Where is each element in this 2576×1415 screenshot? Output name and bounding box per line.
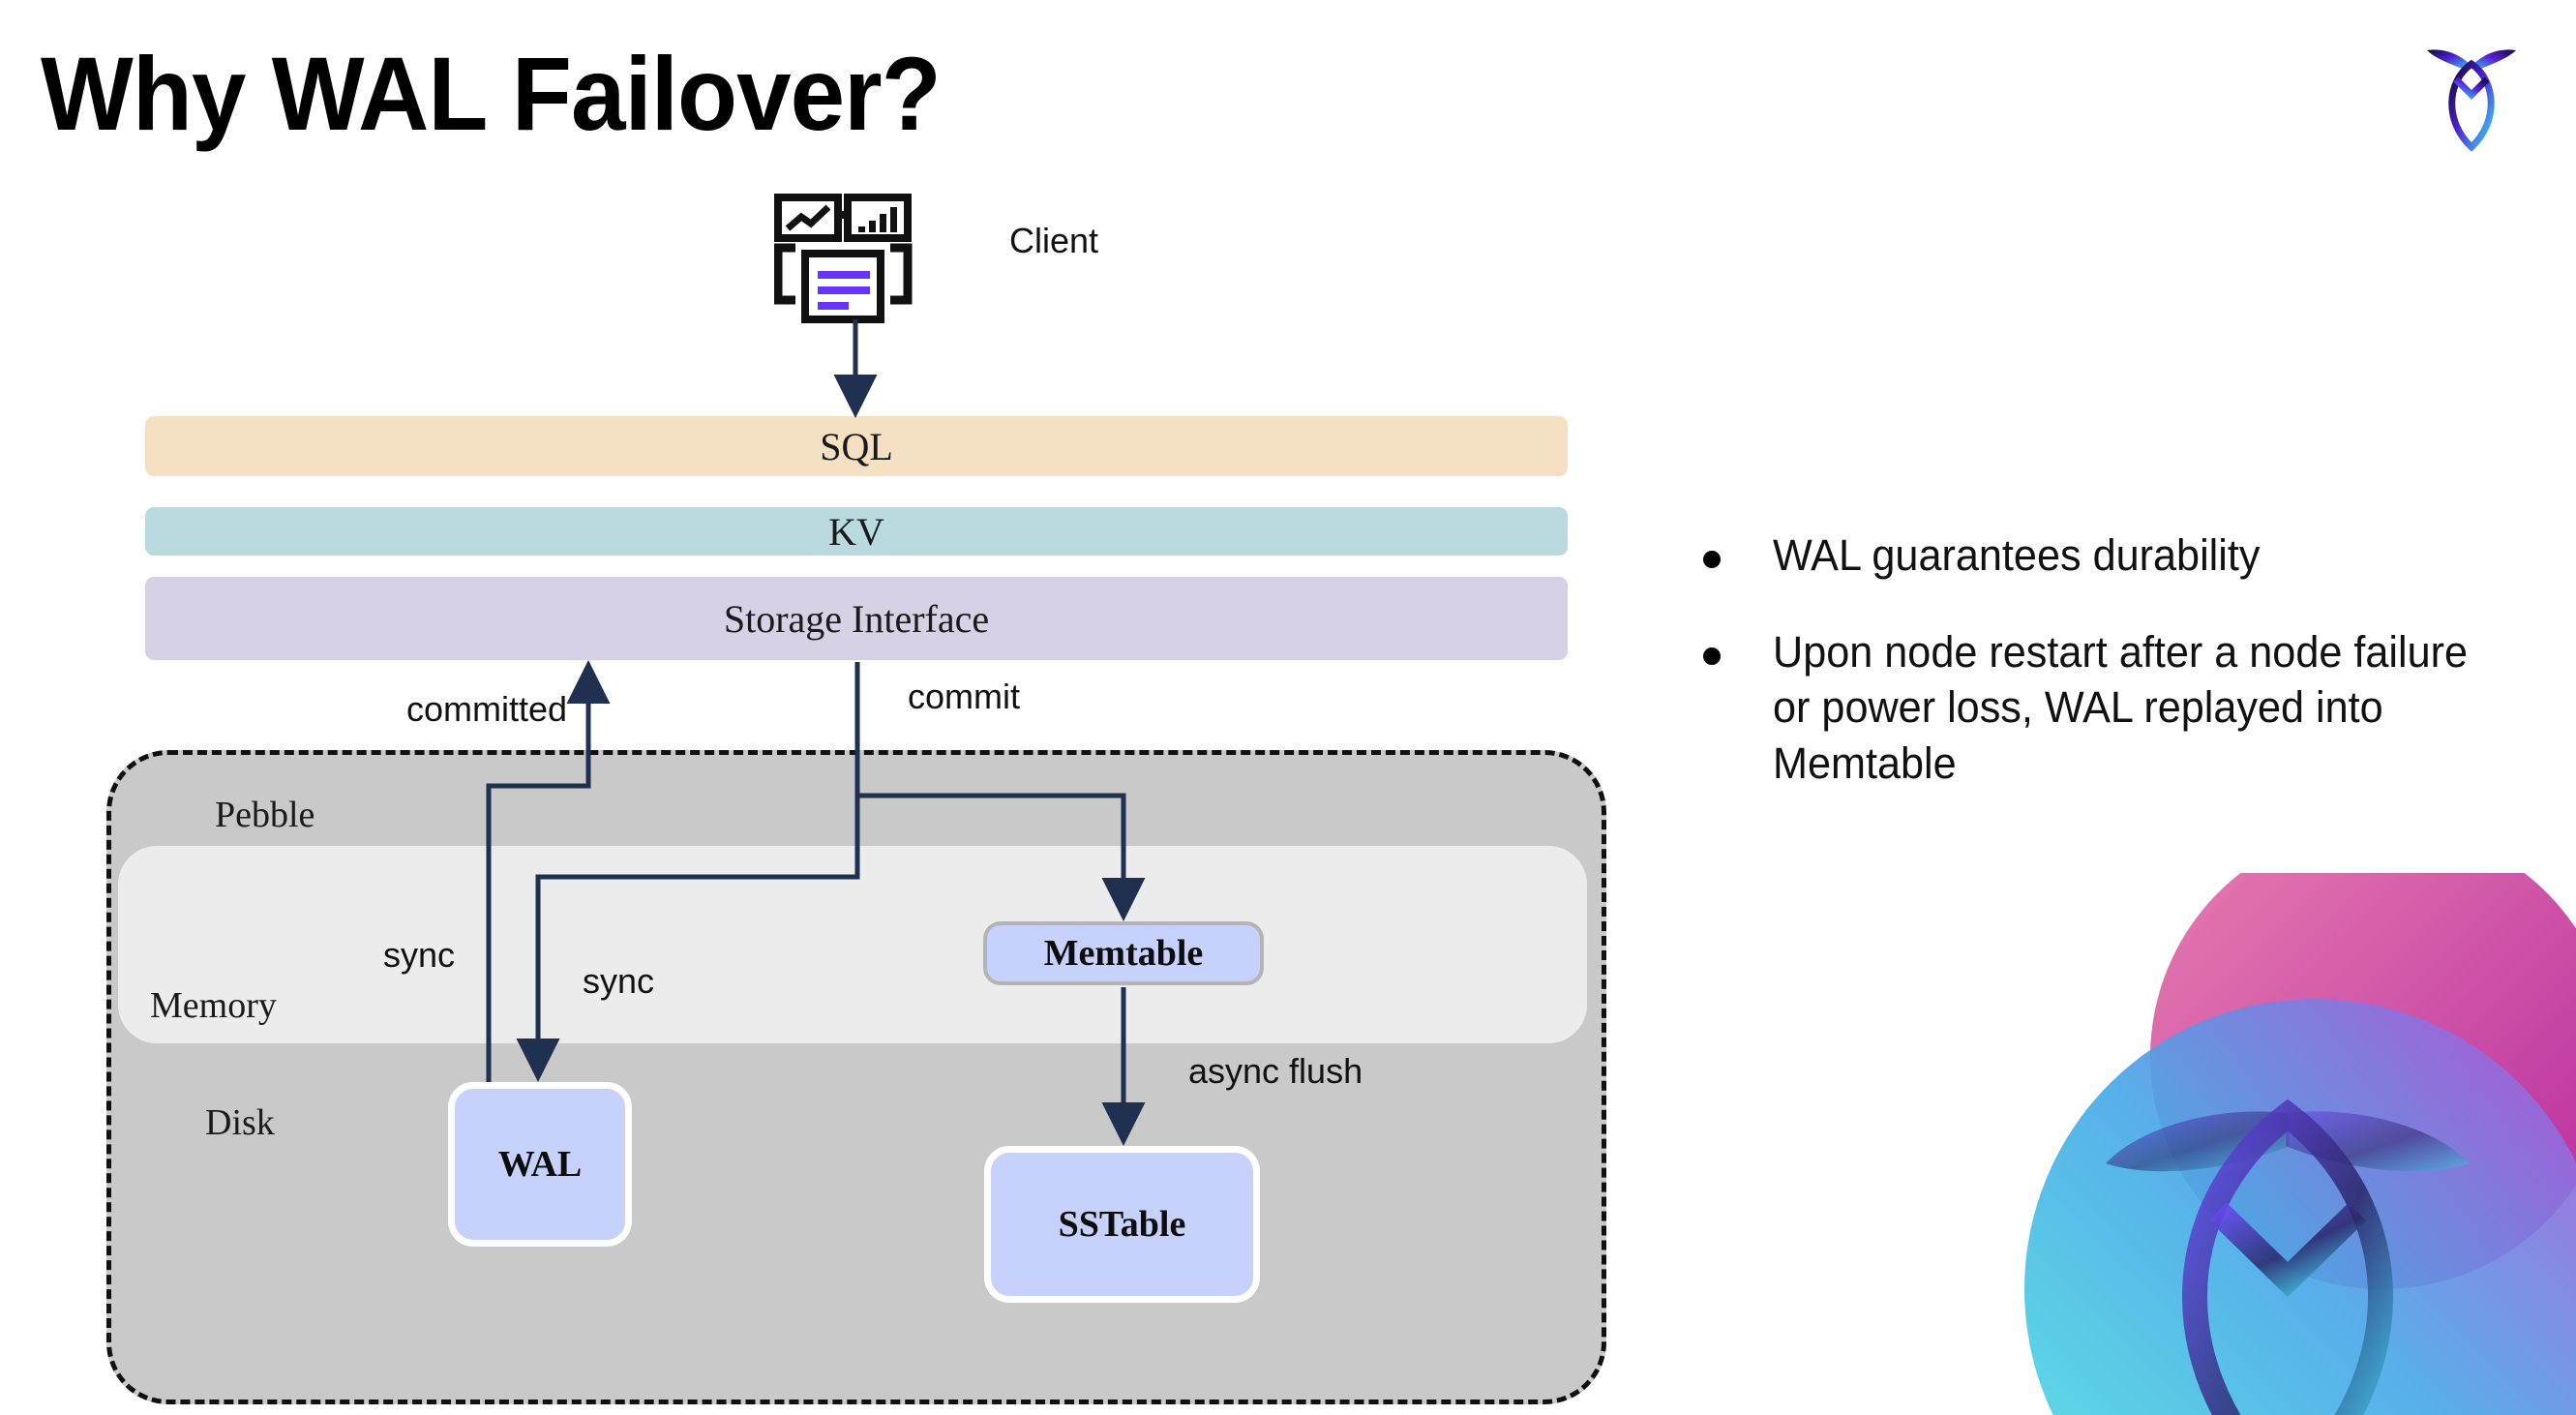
client-dashboard-icon xyxy=(774,194,913,323)
memory-region xyxy=(118,846,1587,1043)
memory-label: Memory xyxy=(150,985,277,1026)
layer-bar-sql: SQL xyxy=(145,416,1568,476)
architecture-diagram: Client Pebble Memory Disk SQL KV Storage… xyxy=(106,194,1606,1404)
cockroach-logo-icon xyxy=(2427,49,2516,152)
list-item: Upon node restart after a node failure o… xyxy=(1703,624,2497,792)
node-wal: WAL xyxy=(448,1082,632,1247)
pebble-label: Pebble xyxy=(215,795,315,835)
bullet-dot-icon xyxy=(1703,647,1721,665)
client-label: Client xyxy=(1009,221,1099,260)
corner-decoration-graphic xyxy=(2024,873,2576,1415)
bullet-list: WAL guarantees durability Upon node rest… xyxy=(1703,527,2497,831)
edge-label-commit: commit xyxy=(908,677,1020,716)
bullet-text: Upon node restart after a node failure o… xyxy=(1773,626,2469,788)
node-sstable: SSTable xyxy=(984,1146,1260,1303)
layer-bar-kv: KV xyxy=(145,507,1568,556)
page-title: Why WAL Failover? xyxy=(41,35,942,152)
edge-label-sync-right: sync xyxy=(583,961,655,1001)
bullet-text: WAL guarantees durability xyxy=(1773,530,2261,580)
node-memtable: Memtable xyxy=(983,921,1264,985)
list-item: WAL guarantees durability xyxy=(1703,527,2497,584)
bullet-dot-icon xyxy=(1703,551,1721,568)
disk-label: Disk xyxy=(205,1102,275,1143)
edge-label-sync-left: sync xyxy=(383,935,456,975)
layer-bar-storage-interface: Storage Interface xyxy=(145,577,1568,660)
edge-label-committed: committed xyxy=(406,689,568,729)
edge-label-async-flush: async flush xyxy=(1188,1051,1363,1091)
